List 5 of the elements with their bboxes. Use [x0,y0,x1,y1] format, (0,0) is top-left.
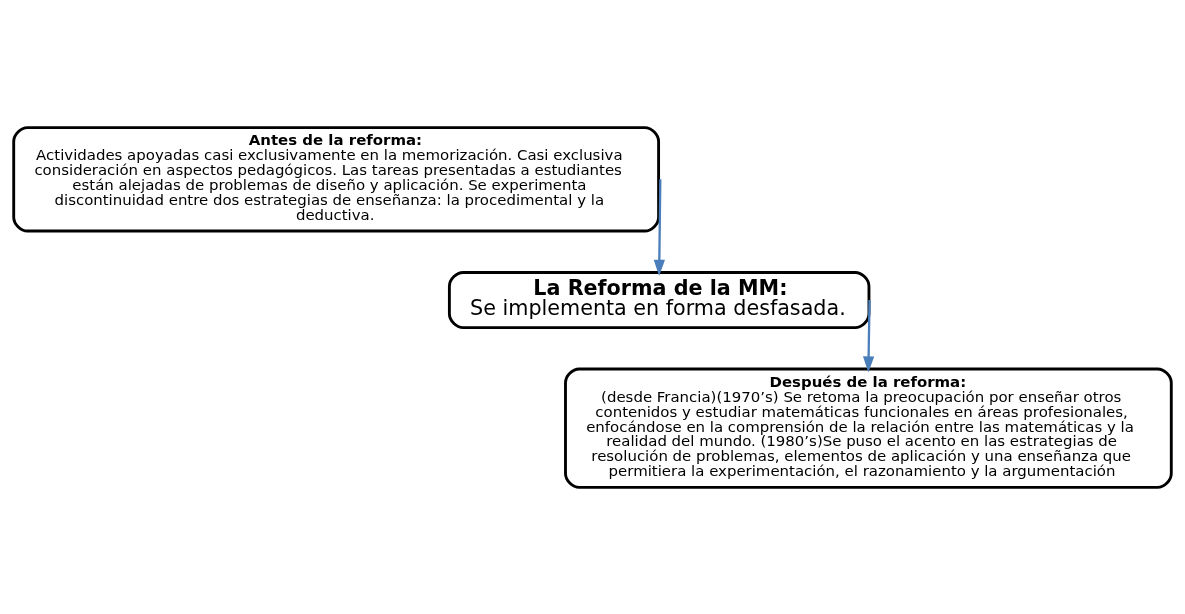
arrow [862,299,875,372]
arrow [653,178,665,276]
node-box: Después de la reforma: (desde Francia)(1970’s) Se retoma la preocupación por enseñar otros contenidos y estudiar matemáticas funcionales en áreas profesionales, enfocándose en la comprensión de la relación entre las matemáticas y la realidad del mundo. (1980’s)Se puso el acento en las estrategias de resolución de problemas, elementos de aplicación y una enseñanza que permitiera la experimentación, el razonamiento y la argumentación [564,367,1173,489]
node-box: Antes de la reforma: Actividades apoyadas casi exclusivamente en la memorización. Casi exclusiva consideración en aspectos pedagógicos. Las tareas presentadas a estudiantes están alejadas de problemas de diseño y aplicación. Se experimenta discontinuidad entre dos estrategias de enseñanza: la procedimental y la deductiva. [12,125,661,232]
node-box: La Reforma de la MM: Se implementa en forma desfasada. [447,270,871,329]
